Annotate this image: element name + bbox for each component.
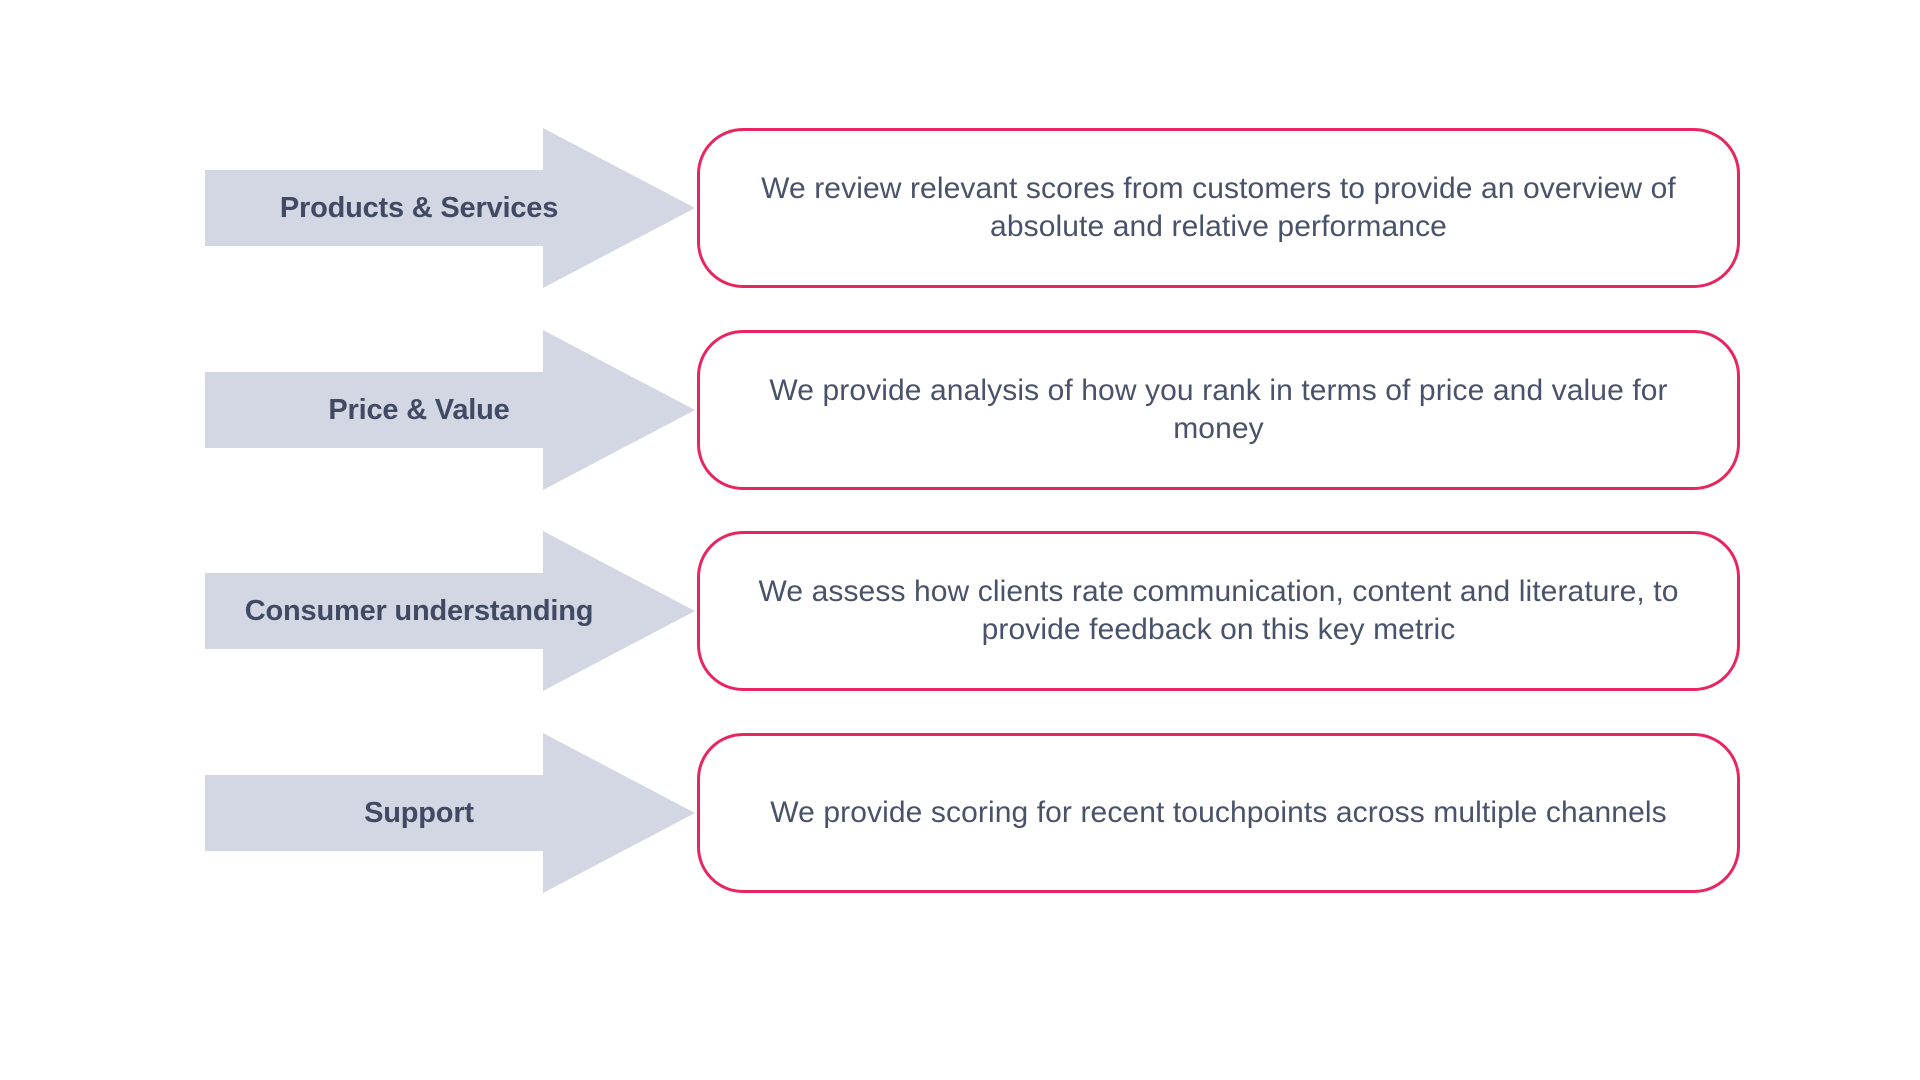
process-row: Products & Services We review relevant s…	[0, 128, 1920, 288]
process-row: Price & Value We provide analysis of how…	[0, 330, 1920, 490]
flow-arrow-products-services: Products & Services	[205, 128, 695, 288]
arrow-icon	[205, 531, 695, 691]
arrow-label: Support	[364, 796, 474, 829]
description-text: We provide analysis of how you rank in t…	[769, 374, 1668, 445]
description-text: We review relevant scores from customers…	[761, 172, 1676, 243]
arrow-icon	[205, 330, 695, 490]
flow-arrow-price-value: Price & Value	[205, 330, 695, 490]
arrow-label: Consumer understanding	[244, 594, 594, 627]
arrow-icon	[205, 128, 695, 288]
arrow-icon	[205, 733, 695, 893]
description-pill: We provide scoring for recent touchpoint…	[697, 733, 1740, 893]
description-text: We assess how clients rate communication…	[758, 575, 1679, 646]
description-pill: We assess how clients rate communication…	[697, 531, 1740, 691]
description-text: We provide scoring for recent touchpoint…	[770, 796, 1667, 830]
process-row: Consumer understanding We assess how cli…	[0, 531, 1920, 691]
arrow-label: Price & Value	[328, 393, 510, 426]
arrow-label: Products & Services	[279, 191, 559, 224]
description-pill: We review relevant scores from customers…	[697, 128, 1740, 288]
process-row: Support We provide scoring for recent to…	[0, 733, 1920, 893]
flow-arrow-consumer-understanding: Consumer understanding	[205, 531, 695, 691]
flow-arrow-support: Support	[205, 733, 695, 893]
description-pill: We provide analysis of how you rank in t…	[697, 330, 1740, 490]
